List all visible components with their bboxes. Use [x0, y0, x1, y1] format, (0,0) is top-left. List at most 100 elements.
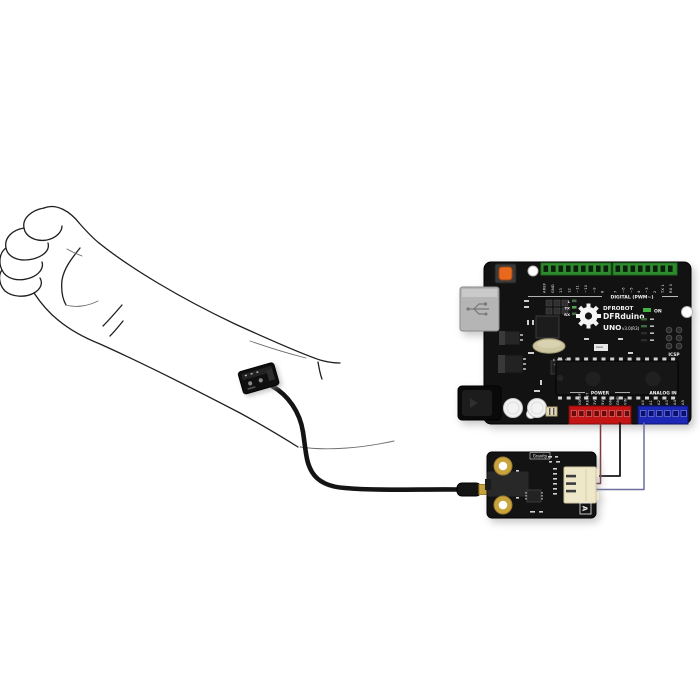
svg-text:5V: 5V [601, 400, 605, 405]
icsp-header: ICSP [665, 326, 683, 358]
audio-jack [486, 470, 530, 498]
svg-text:A: A [581, 506, 589, 512]
svg-text:RX: RX [564, 312, 570, 317]
silkscreen-marks [524, 300, 633, 392]
svg-text:~9: ~9 [592, 287, 596, 293]
svg-text:~3: ~3 [645, 287, 649, 293]
svg-text:IOREF: IOREF [578, 393, 582, 405]
sensor-silkscreen [516, 456, 560, 513]
voltage-regulators [497, 330, 526, 374]
sensor-pad-top-strip [241, 365, 273, 381]
signal-wire [595, 422, 645, 491]
sensor-cable [269, 383, 461, 492]
svg-text:~6: ~6 [621, 287, 625, 293]
power-header: POWER IOREF RESET 3V3 5V GND GND VIN [568, 391, 632, 425]
svg-text:13: 13 [559, 288, 563, 293]
svg-text:ANALOG IN: ANALOG IN [649, 391, 677, 397]
finger-1 [23, 207, 63, 242]
svg-text:GND: GND [616, 396, 620, 405]
audio-plug [456, 482, 488, 497]
white-sticker [594, 344, 608, 351]
svg-text:TX 1: TX 1 [661, 284, 665, 294]
digital-section-label: DIGITAL (PWM~) [528, 295, 678, 301]
forearm-bottom-faint [299, 440, 395, 450]
forearm-bottom-contour [57, 319, 299, 448]
svg-text:ON: ON [654, 309, 662, 315]
svg-text:L: L [568, 299, 571, 304]
svg-text:AREF: AREF [543, 283, 547, 293]
ground-wire [595, 422, 621, 477]
svg-text:2: 2 [653, 291, 657, 294]
sensor-board: Gravity [485, 451, 599, 519]
dfrobot-gear-logo [576, 303, 601, 329]
power-jack [457, 385, 502, 421]
forearm-top-contour [98, 242, 341, 364]
svg-text:ICSP: ICSP [668, 352, 680, 358]
usb-trident-icon [466, 302, 489, 316]
sensor-pad [237, 362, 280, 395]
svg-text:VIN: VIN [624, 398, 628, 405]
svg-text:DFRduino: DFRduino [603, 312, 644, 321]
status-leds: L TX RX [564, 299, 577, 317]
digital-pin-labels: AREF GND 13 12 ~11 ~10 ~9 8 7 ~6 ~5 4 ~3… [543, 283, 673, 294]
svg-text:~10: ~10 [584, 284, 588, 293]
palm-base-line [65, 300, 99, 307]
corner-marking: A [579, 502, 592, 515]
knuckle-mark [66, 248, 83, 257]
jst-connector [563, 466, 599, 504]
mounting-hole-top [527, 265, 539, 277]
svg-text:DIGITAL (PWM~): DIGITAL (PWM~) [611, 295, 654, 301]
electrolytic-capacitors [503, 398, 547, 418]
usb-connector [459, 286, 500, 332]
svg-text:7: 7 [614, 291, 618, 294]
svg-text:A3: A3 [665, 400, 669, 405]
power-on-led: ON [643, 308, 662, 315]
svg-text:A1: A1 [649, 400, 653, 405]
resettable-fuse [545, 406, 558, 417]
fist-knuckle-top [43, 205, 100, 244]
thumb-crease [60, 247, 81, 306]
svg-text:~5: ~5 [629, 287, 633, 293]
power-wire [595, 422, 602, 485]
smd-pad-grid [545, 299, 569, 315]
arduino-board: AREF GND 13 12 ~11 ~10 ~9 8 7 ~6 ~5 4 ~3… [457, 261, 693, 425]
svg-text:Gravity: Gravity [533, 454, 548, 459]
sensor-mounting-holes [493, 456, 513, 515]
sensor-ic [525, 489, 543, 503]
forearm-muscle-line [249, 340, 307, 359]
analog-header: ANALOG IN A0 A1 A2 A3 A4 A5 [637, 391, 689, 425]
svg-text:8: 8 [601, 290, 605, 293]
svg-text:A5: A5 [681, 400, 685, 405]
svg-text:3V3: 3V3 [593, 397, 597, 405]
sensor-pad-cable-connector [266, 368, 276, 382]
reset-button [494, 263, 517, 284]
finger-3 [0, 247, 44, 281]
arm-illustration [0, 205, 395, 450]
svg-text:v3.0(R3): v3.0(R3) [622, 326, 640, 331]
svg-text:POWER: POWER [591, 391, 610, 397]
finger-4 [0, 269, 42, 297]
svg-text:A0: A0 [641, 399, 645, 405]
electrode-snap-left [248, 381, 253, 386]
svg-text:~11: ~11 [576, 285, 580, 293]
svg-text:RX 0: RX 0 [669, 283, 673, 293]
brand-text: DFROBOT DFRduino UNO v3.0(R3) [603, 306, 644, 332]
elbow-crease [317, 361, 323, 380]
svg-text:A4: A4 [673, 399, 677, 405]
svg-text:GND: GND [551, 284, 555, 293]
analog-pin-labels: A0 A1 A2 A3 A4 A5 [641, 399, 685, 405]
svg-text:A2: A2 [657, 400, 661, 405]
audio-jack-mouth [485, 479, 491, 490]
gravity-label: Gravity [529, 452, 551, 460]
finger-2 [5, 227, 50, 261]
power-pin-labels: IOREF RESET 3V3 5V GND GND VIN [578, 392, 628, 405]
svg-text:DFROBOT: DFROBOT [603, 306, 634, 312]
digital-header [540, 262, 678, 276]
svg-text:TX: TX [564, 306, 570, 311]
usb-mcu-chip [535, 315, 560, 339]
svg-text:RESET: RESET [586, 392, 590, 405]
wrist-crease-2 [109, 320, 124, 337]
electrode-snap-right [258, 378, 263, 383]
jumper-wires [595, 422, 645, 491]
